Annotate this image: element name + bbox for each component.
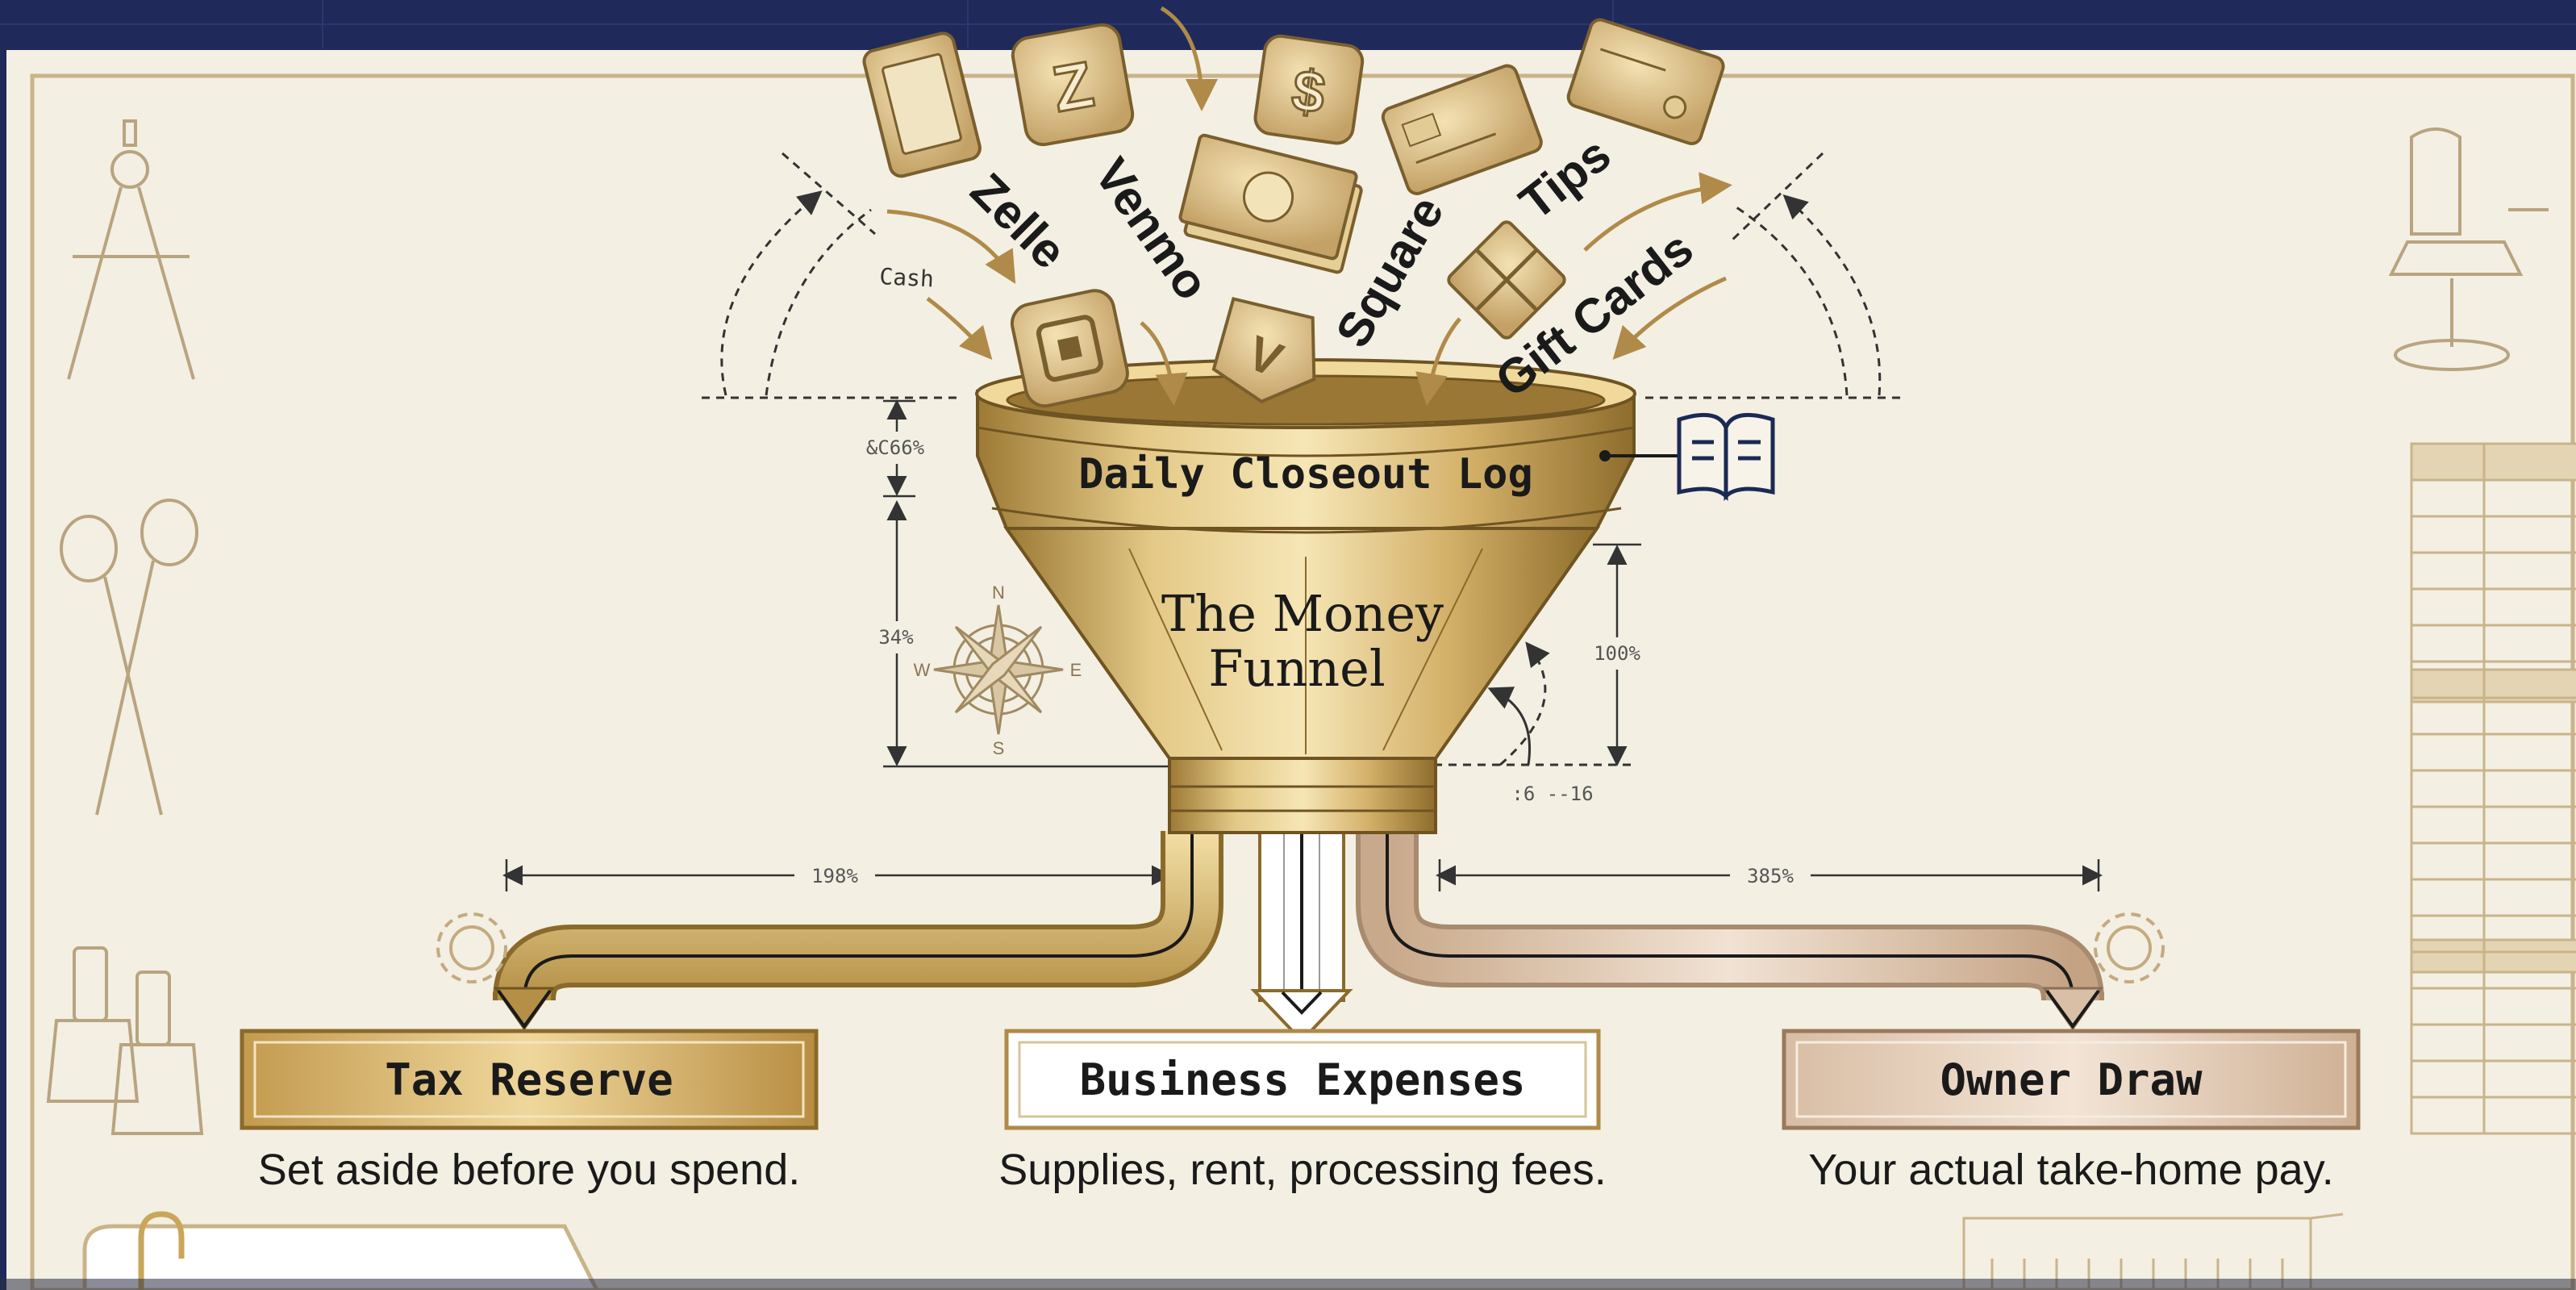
- angle-readout: :6 --16: [1511, 783, 1593, 805]
- funnel-rim-label: Daily Closeout Log: [1078, 450, 1533, 499]
- ledger-book-icon: [1677, 412, 1775, 502]
- owner-draw-label: Owner Draw: [1940, 1054, 2203, 1105]
- gear-icon: [436, 912, 2165, 983]
- right-span-label: 385%: [1747, 865, 1794, 887]
- business-expenses-label: Business Expenses: [1080, 1054, 1526, 1105]
- business-expenses-caption: Supplies, rent, processing fees.: [998, 1146, 1606, 1194]
- body-height-label: 34%: [878, 626, 914, 649]
- compass-n: N: [992, 582, 1005, 603]
- phone-icon: [862, 31, 982, 178]
- zelle-coin-icon: Z: [1011, 23, 1135, 147]
- credit-card-icon: [1381, 64, 1543, 195]
- venmo-coin-icon: V: [1211, 297, 1316, 404]
- source-cash-label: Cash: [879, 263, 935, 292]
- ledger-table-sketch: [2410, 442, 2576, 1135]
- funnel-title-line2: Funnel: [1208, 639, 1385, 698]
- money-funnel: [975, 358, 1636, 834]
- cash-bundle-icon: [1178, 133, 1363, 274]
- owner-draw-box: Owner Draw: [1782, 1029, 2361, 1130]
- right-height-label: 100%: [1594, 642, 1640, 665]
- drafting-compass-icon: [67, 119, 195, 380]
- gift-card-icon: [1447, 220, 1566, 340]
- scissors-icon: [60, 499, 198, 816]
- tax-reserve-caption: Set aside before you spend.: [258, 1146, 800, 1194]
- square-icon: [1010, 289, 1129, 408]
- inflow-arrows: [886, 6, 1732, 406]
- construction-lines: [702, 152, 1903, 766]
- compass-w: W: [914, 660, 931, 680]
- salon-chair-icon: [2388, 127, 2549, 371]
- business-expenses-box: Business Expenses: [1004, 1029, 1601, 1130]
- compass-rose-icon: [933, 604, 1064, 735]
- credit-card-icon: [1566, 18, 1725, 145]
- clipboard-corner: [82, 1211, 599, 1290]
- compass-s: S: [993, 738, 1005, 758]
- tax-reserve-label: Tax Reserve: [385, 1054, 673, 1105]
- tax-reserve-box: Tax Reserve: [240, 1029, 819, 1130]
- output-pipes: [493, 821, 2104, 1043]
- dollar-coin-icon: $: [1253, 34, 1365, 145]
- owner-draw-caption: Your actual take-home pay.: [1808, 1146, 2333, 1194]
- compass-e: E: [1070, 660, 1082, 680]
- left-span-label: 198%: [811, 865, 858, 887]
- nail-polish-icon: [46, 946, 204, 1135]
- rim-height-label: &C66%: [866, 436, 925, 459]
- funnel-title-line1: The Money: [1161, 584, 1444, 643]
